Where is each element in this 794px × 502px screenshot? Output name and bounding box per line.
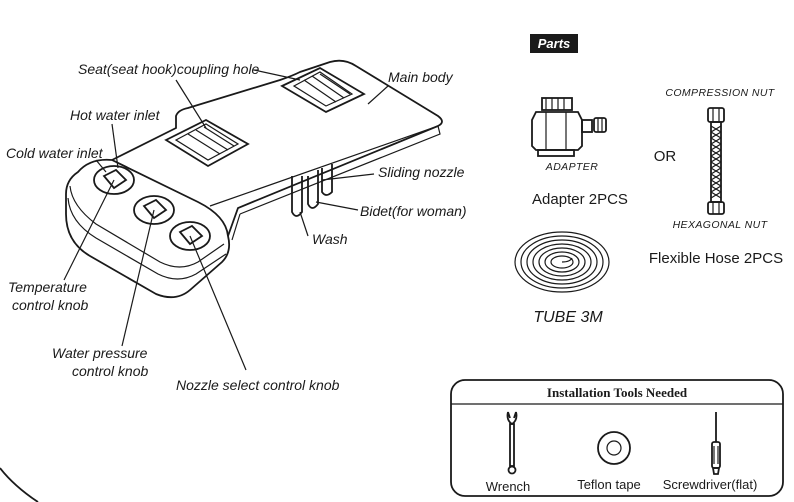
label-hot-water-inlet: Hot water inlet	[70, 107, 161, 123]
label-temperature-knob-2: control knob	[12, 297, 88, 313]
label-temperature-knob-1: Temperature	[8, 279, 87, 295]
label-main-body: Main body	[388, 69, 454, 85]
control-panel	[66, 160, 229, 297]
label-water-pressure-1: Water pressure	[52, 345, 148, 361]
hose-caption: Flexible Hose 2PCS	[649, 250, 783, 267]
or-label: OR	[654, 148, 677, 165]
adapter-caption: Adapter 2PCS	[532, 191, 628, 208]
label-cold-water-inlet: Cold water inlet	[6, 145, 104, 161]
label-seat-coupling-hole: Seat(seat hook)coupling hole	[78, 61, 260, 77]
teflon-label: Teflon tape	[577, 477, 641, 492]
teflon-tape-icon	[598, 432, 630, 464]
wrench-label: Wrench	[486, 479, 531, 494]
seat-coupling-hole-front	[166, 120, 248, 166]
tube-coil-icon	[515, 232, 609, 292]
label-wash: Wash	[312, 231, 348, 247]
compression-nut-label: COMPRESSION NUT	[665, 87, 775, 99]
corner-arc	[0, 468, 38, 502]
flexible-hose-icon	[708, 108, 724, 214]
adapter-label: ADAPTER	[545, 161, 598, 173]
tools-title: Installation Tools Needed	[547, 385, 688, 400]
label-nozzle-select: Nozzle select control knob	[176, 377, 340, 393]
hexagonal-nut-label: HEXAGONAL NUT	[673, 219, 769, 231]
label-bidet: Bidet(for woman)	[360, 203, 467, 219]
label-water-pressure-2: control knob	[72, 363, 148, 379]
screwdriver-label: Screwdriver(flat)	[663, 477, 758, 492]
tube-caption: TUBE 3M	[533, 309, 603, 326]
label-sliding-nozzle: Sliding nozzle	[378, 164, 465, 180]
wrench-icon	[508, 412, 517, 474]
parts-heading: Parts	[538, 36, 571, 51]
screwdriver-icon	[712, 412, 720, 474]
adapter-icon	[532, 98, 606, 156]
